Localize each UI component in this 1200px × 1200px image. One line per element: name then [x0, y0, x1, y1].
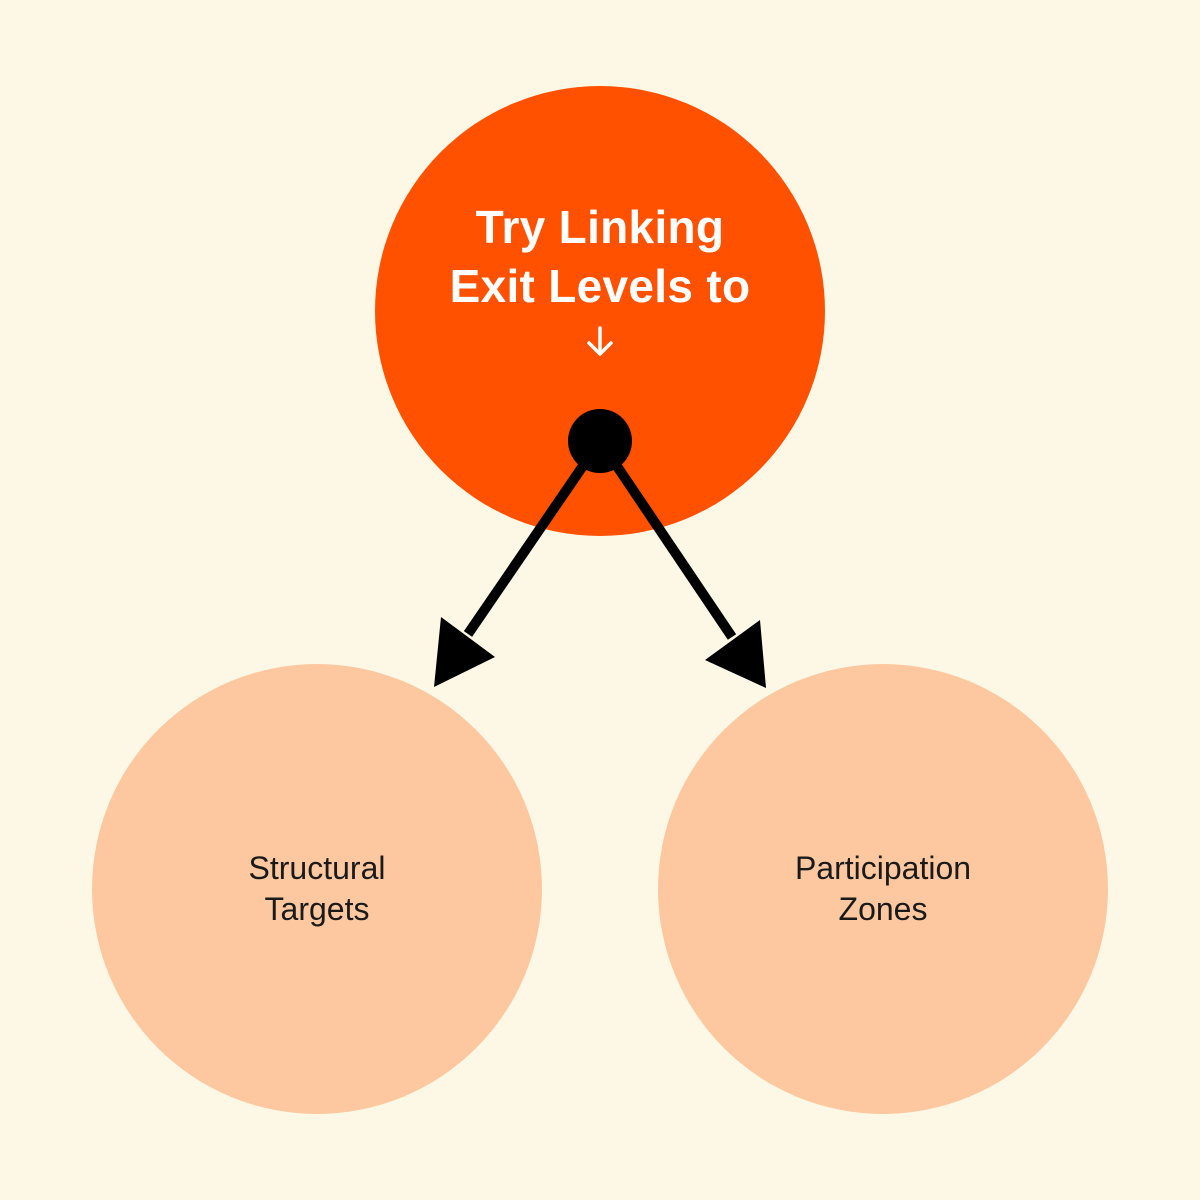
top-node-line-2: Exit Levels to	[449, 260, 751, 312]
right-node: Participation Zones	[658, 664, 1108, 1114]
left-node: Structural Targets	[92, 664, 542, 1114]
right-node-line-2: Zones	[838, 891, 928, 927]
left-node-line-2: Targets	[264, 891, 370, 927]
top-node: Try Linking Exit Levels to	[375, 86, 825, 536]
top-node-title: Try Linking Exit Levels to	[450, 198, 751, 316]
top-node-line-1: Try Linking	[475, 201, 725, 253]
right-node-line-1: Participation	[794, 850, 972, 886]
right-arrowhead	[705, 620, 766, 688]
left-node-line-1: Structural	[248, 850, 386, 886]
right-node-label: Participation Zones	[795, 848, 971, 930]
left-arrowhead	[434, 617, 495, 687]
down-arrow-icon	[587, 326, 613, 356]
left-node-label: Structural Targets	[249, 848, 386, 930]
